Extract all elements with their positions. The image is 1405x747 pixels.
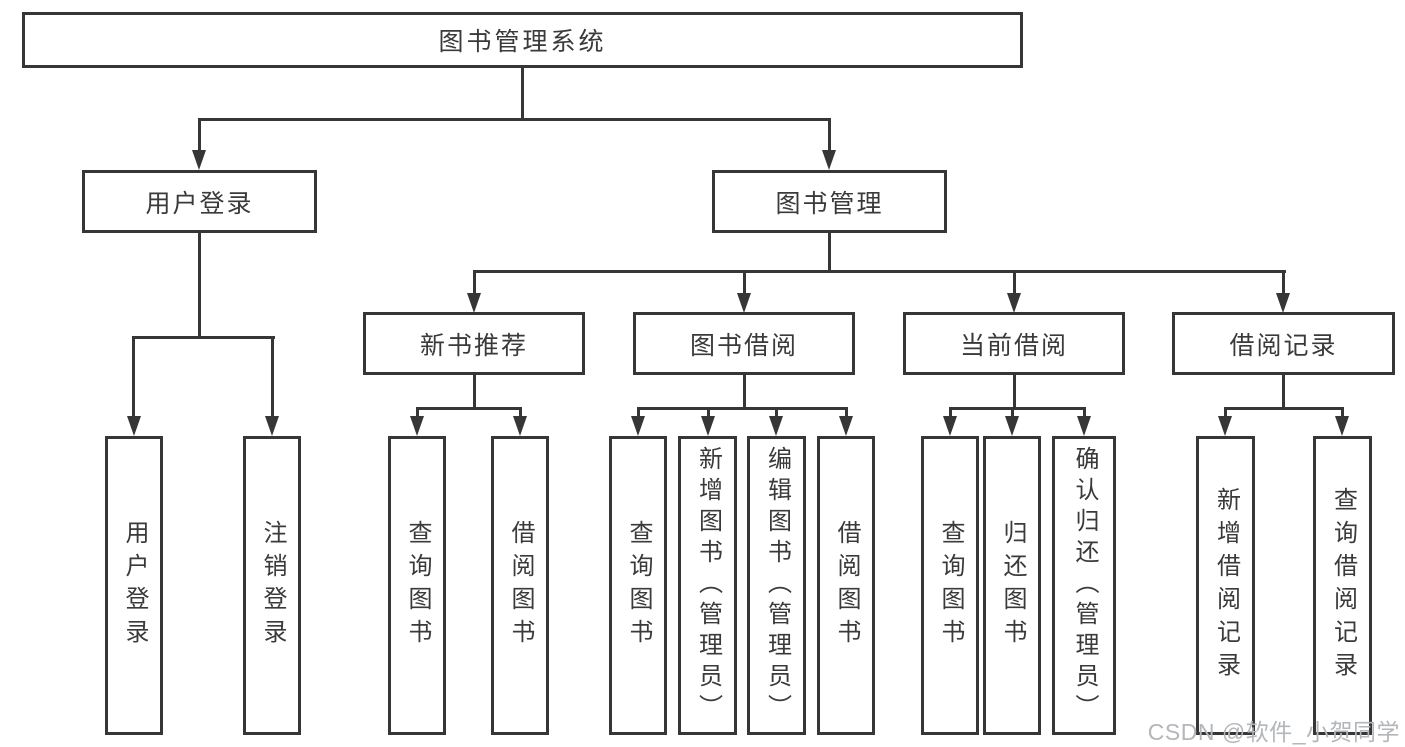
connector-to-current-borrow [1013, 270, 1016, 298]
connector-book-mgmt-branch [473, 270, 1286, 273]
connector-to-borrow-record [1282, 270, 1285, 298]
leaf-cb-query-book: 查询图书 [921, 436, 979, 735]
arrowhead-down-icon [839, 416, 853, 436]
connector-leaf-drop [1011, 407, 1014, 421]
leaf-user-login: 用户登录 [105, 436, 163, 735]
connector-new-book-rec-branch [416, 407, 522, 410]
connector-root-branch [198, 118, 831, 121]
connector-to-leaf-user-login [132, 336, 135, 420]
connector-current-borrow-stem [1013, 375, 1016, 410]
arrowhead-down-icon [1276, 293, 1290, 313]
connector-book-borrow-branch [637, 407, 848, 410]
arrowhead-down-icon [467, 293, 481, 313]
leaf-nb-query-book: 查询图书 [388, 436, 446, 735]
leaf-cb-return-book: 归还图书 [983, 436, 1041, 735]
connector-to-user-login [198, 118, 201, 153]
connector-borrow-record-branch [1224, 407, 1344, 410]
node-borrow-record: 借阅记录 [1172, 312, 1395, 375]
connector-leaf-drop [775, 407, 778, 421]
arrowhead-down-icon [410, 416, 424, 436]
leaf-nb-borrow-book: 借阅图书 [491, 436, 549, 735]
connector-current-borrow-branch [949, 407, 1086, 410]
arrowhead-down-icon [822, 150, 836, 170]
node-new-book-rec: 新书推荐 [363, 312, 585, 375]
leaf-br-add-record: 新增借阅记录 [1196, 436, 1255, 735]
arrowhead-down-icon [1007, 293, 1021, 313]
connector-to-book-borrow [743, 270, 746, 298]
connector-to-new-book-rec [473, 270, 476, 298]
arrowhead-down-icon [737, 293, 751, 313]
connector-to-leaf-logout [271, 336, 274, 420]
leaf-cb-confirm-return: 确认归还（管理员） [1052, 436, 1116, 735]
connector-to-book-mgmt [828, 118, 831, 153]
node-book-mgmt: 图书管理 [712, 170, 947, 233]
connector-leaf-drop [1083, 407, 1086, 421]
arrowhead-down-icon [127, 416, 141, 436]
node-user-login: 用户登录 [82, 170, 317, 233]
connector-leaf-drop [1224, 407, 1227, 421]
connector-leaf-drop [949, 407, 952, 421]
connector-leaf-drop [519, 407, 522, 421]
arrowhead-down-icon [1218, 416, 1232, 436]
arrowhead-down-icon [1335, 416, 1349, 436]
node-book-borrow: 图书借阅 [633, 312, 855, 375]
arrowhead-down-icon [192, 150, 206, 170]
leaf-bb-query-book: 查询图书 [609, 436, 667, 735]
arrowhead-down-icon [943, 416, 957, 436]
arrowhead-down-icon [265, 416, 279, 436]
leaf-br-query-record: 查询借阅记录 [1313, 436, 1372, 735]
watermark: CSDN @软件_小贺同学 [1147, 719, 1400, 745]
arrowhead-down-icon [631, 416, 645, 436]
arrowhead-down-icon [1077, 416, 1091, 436]
connector-leaf-drop [707, 407, 710, 421]
leaf-logout: 注销登录 [243, 436, 301, 735]
connector-book-borrow-stem [743, 375, 746, 410]
leaf-bb-add-book: 新增图书（管理员） [678, 436, 737, 735]
connector-book-mgmt-stem [828, 233, 831, 273]
connector-leaf-drop [1341, 407, 1344, 421]
node-root: 图书管理系统 [22, 12, 1023, 68]
node-current-borrow: 当前借阅 [903, 312, 1125, 375]
arrowhead-down-icon [513, 416, 527, 436]
connector-user-login-branch [132, 336, 275, 339]
connector-borrow-record-stem [1282, 375, 1285, 410]
connector-leaf-drop [416, 407, 419, 421]
arrowhead-down-icon [701, 416, 715, 436]
connector-new-book-rec-stem [473, 375, 476, 410]
connector-root-stem [521, 68, 524, 119]
connector-leaf-drop [637, 407, 640, 421]
connector-user-login-stem [198, 233, 201, 339]
leaf-bb-borrow-book: 借阅图书 [817, 436, 875, 735]
connector-leaf-drop [845, 407, 848, 421]
leaf-bb-edit-book: 编辑图书（管理员） [747, 436, 806, 735]
arrowhead-down-icon [1005, 416, 1019, 436]
arrowhead-down-icon [769, 416, 783, 436]
